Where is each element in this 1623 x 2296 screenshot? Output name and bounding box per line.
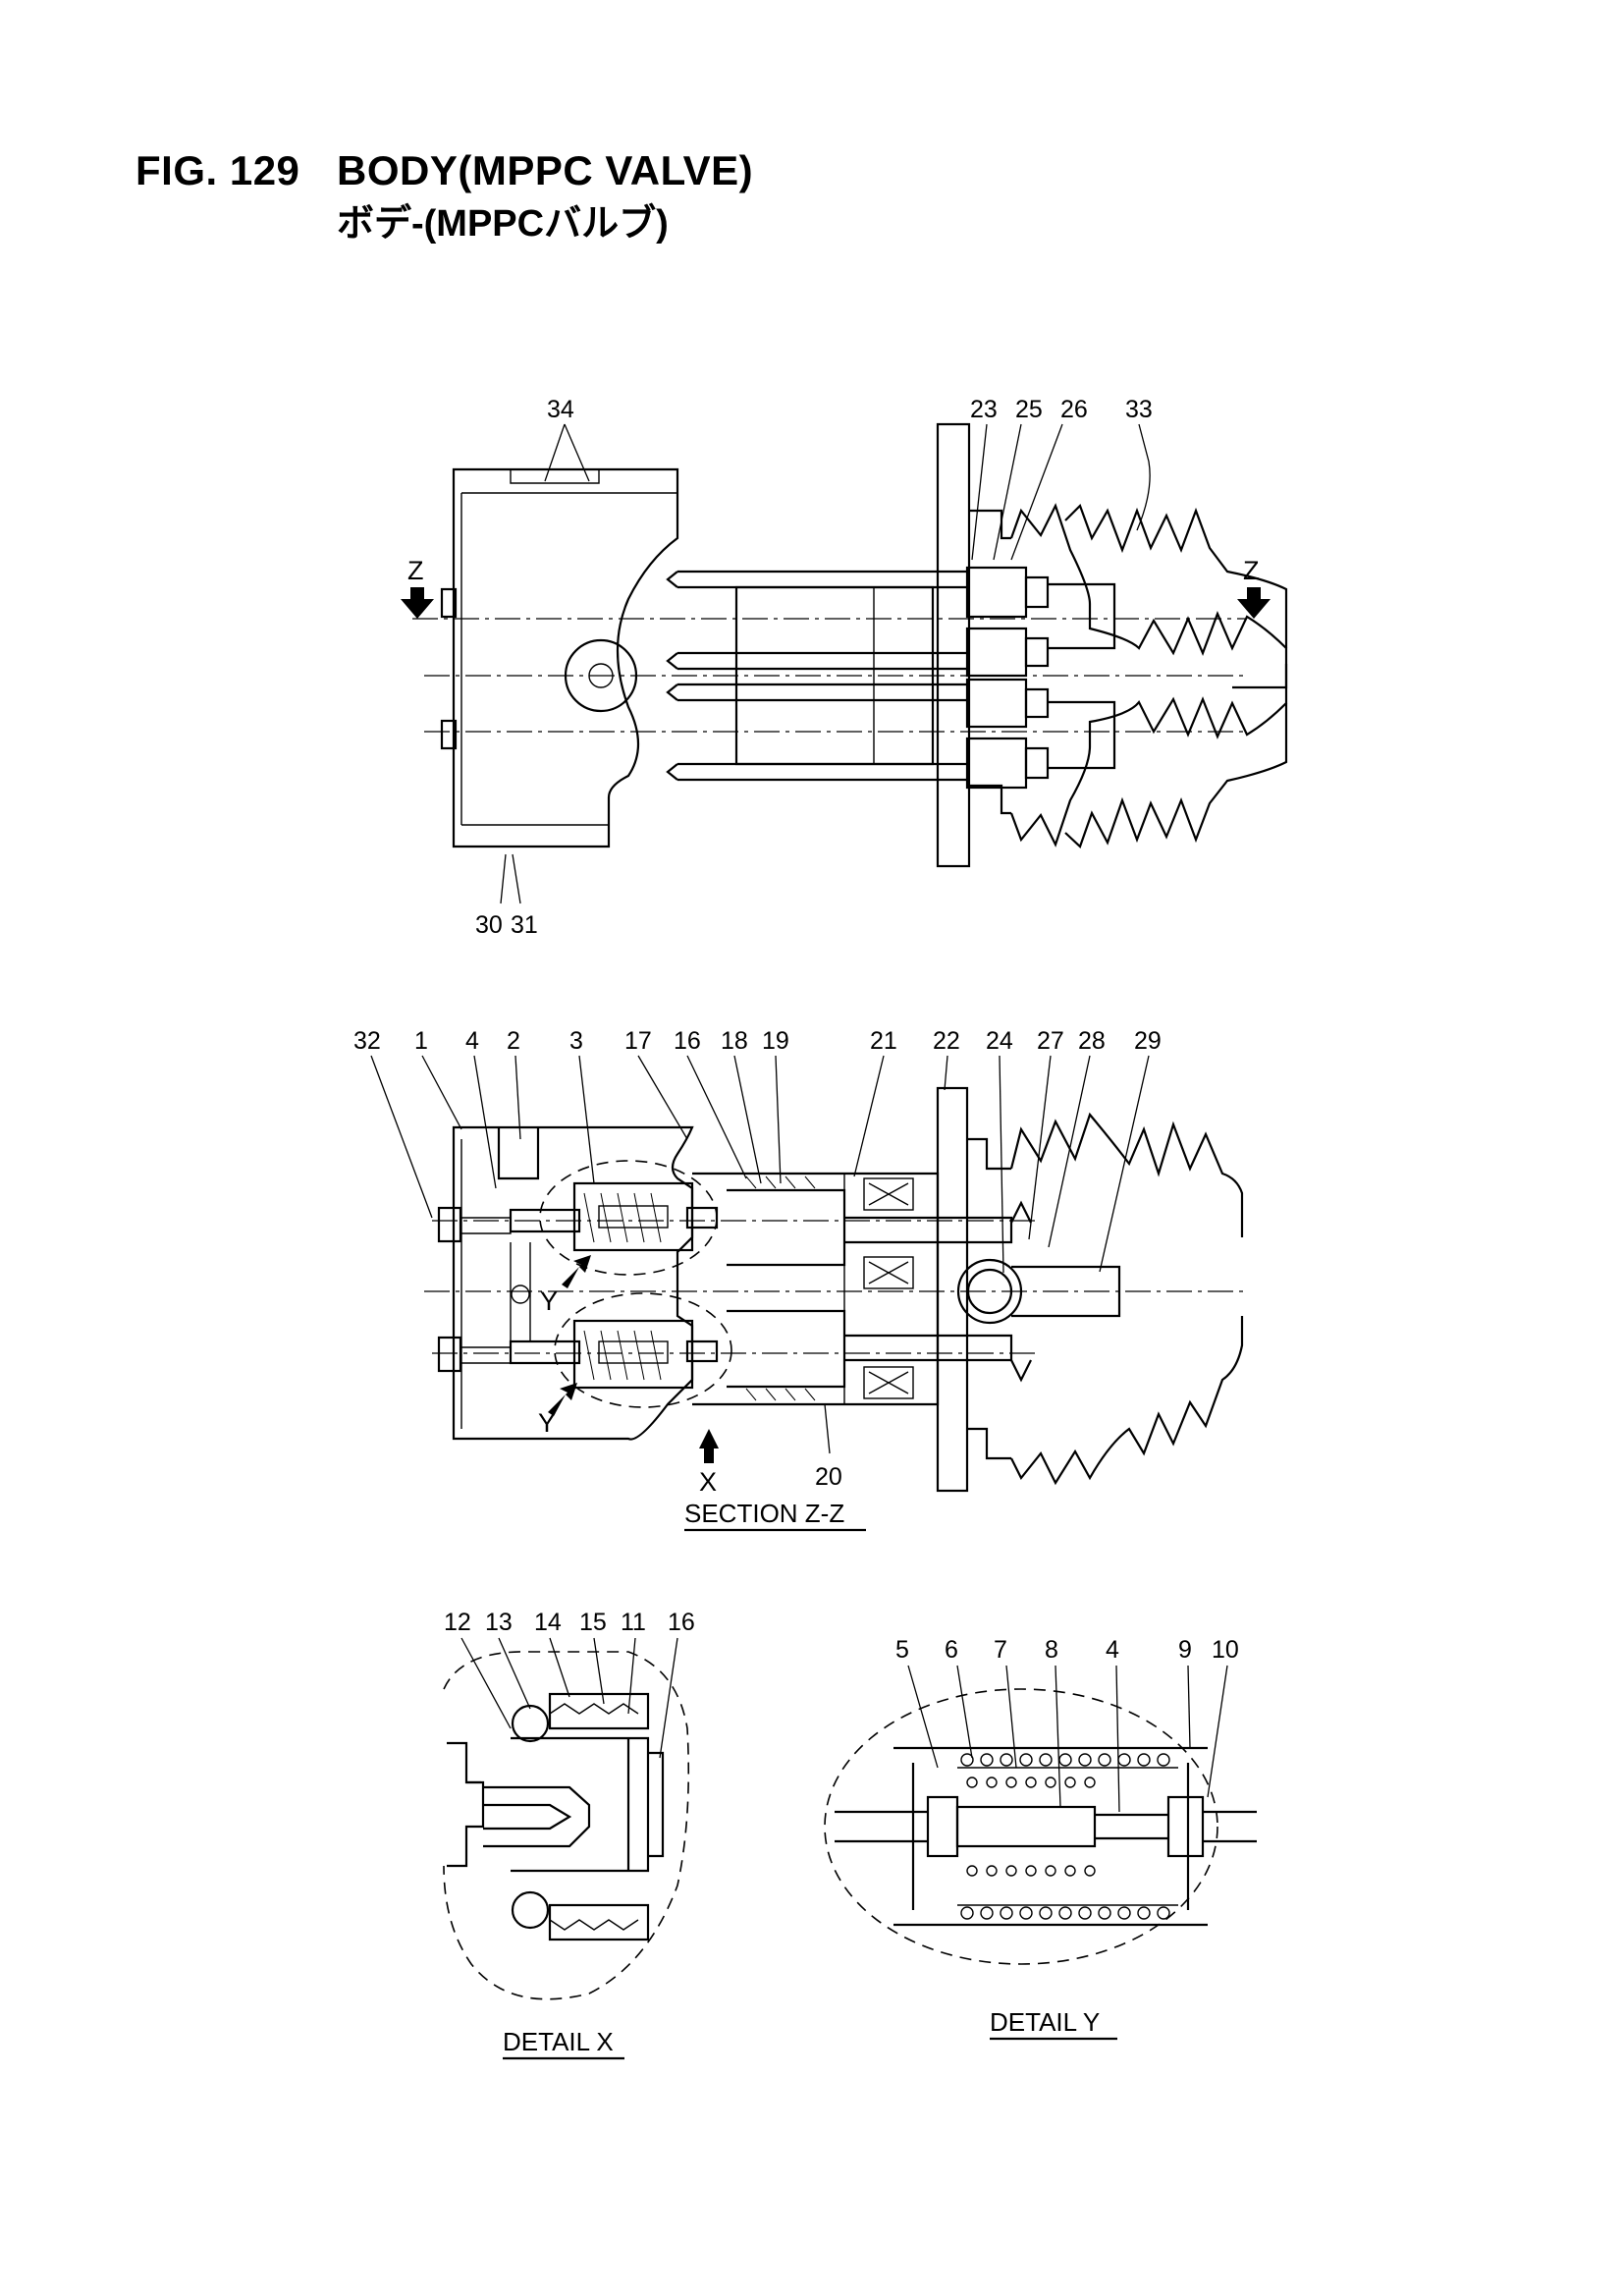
callout-34: 34	[547, 396, 574, 423]
callout-17: 17	[624, 1027, 652, 1055]
detail-x-view: 12 13 14 15 11 16 DETAIL X	[443, 1609, 695, 2060]
figure-title: FIG. 129 BODY(MPPC VALVE)	[135, 147, 753, 194]
callout-30: 30	[475, 911, 503, 939]
callout-10: 10	[1212, 1636, 1239, 1664]
detail-marker-y-lower: Y	[538, 1408, 556, 1438]
callout-2: 2	[507, 1027, 520, 1055]
callout-5: 5	[895, 1636, 909, 1664]
top-view: Z Z 34 23 25 26 33 30 31	[401, 396, 1288, 939]
callout-15: 15	[579, 1609, 607, 1636]
figure-subtitle: ボデ-(MPPCバルブ)	[337, 203, 669, 245]
callout-1: 1	[414, 1027, 428, 1055]
callout-31: 31	[511, 911, 538, 939]
callout-32: 32	[353, 1027, 381, 1055]
callout-18: 18	[721, 1027, 748, 1055]
callout-4: 4	[465, 1027, 479, 1055]
callout-14: 14	[534, 1609, 562, 1636]
callout-12: 12	[444, 1609, 471, 1636]
detail-y-view: 5 6 7 8 4 9 10 DETAIL Y	[824, 1636, 1257, 2041]
callout-22: 22	[933, 1027, 960, 1055]
callout-9: 9	[1178, 1636, 1192, 1664]
callout-3: 3	[569, 1027, 583, 1055]
callout-4-detail: 4	[1106, 1636, 1119, 1664]
cut-marker-z-left: Z	[407, 556, 424, 585]
figure-title-text: BODY(MPPC VALVE)	[337, 147, 754, 193]
callout-19: 19	[762, 1027, 789, 1055]
detail-marker-x: X	[699, 1467, 717, 1497]
callout-6: 6	[945, 1636, 958, 1664]
callout-11: 11	[621, 1609, 646, 1636]
callout-16: 16	[674, 1027, 701, 1055]
callout-7: 7	[994, 1636, 1007, 1664]
figure-number: FIG. 129	[135, 147, 300, 193]
callout-16-detail: 16	[668, 1609, 695, 1636]
callout-23: 23	[970, 396, 998, 423]
inner-spring	[966, 1777, 1096, 1877]
callout-29: 29	[1134, 1027, 1162, 1055]
callout-21: 21	[870, 1027, 897, 1055]
callout-13: 13	[485, 1609, 513, 1636]
callout-25: 25	[1015, 396, 1043, 423]
cut-marker-z-right: Z	[1243, 556, 1260, 585]
section-z-z-view: Y Y X 32 1 4 2 3 17 16 18 19 21 22 24 27	[353, 1027, 1247, 1532]
callout-24: 24	[986, 1027, 1013, 1055]
outer-spring	[960, 1753, 1170, 1920]
section-caption: SECTION Z-Z	[684, 1499, 844, 1528]
callout-27: 27	[1037, 1027, 1064, 1055]
detail-marker-y-upper: Y	[540, 1286, 558, 1316]
detail-x-caption: DETAIL X	[503, 2027, 614, 2056]
callout-26: 26	[1060, 396, 1088, 423]
callout-28: 28	[1078, 1027, 1106, 1055]
callout-33: 33	[1125, 396, 1153, 423]
callout-20: 20	[815, 1463, 842, 1491]
callout-8: 8	[1045, 1636, 1058, 1664]
detail-y-caption: DETAIL Y	[990, 2007, 1100, 2037]
